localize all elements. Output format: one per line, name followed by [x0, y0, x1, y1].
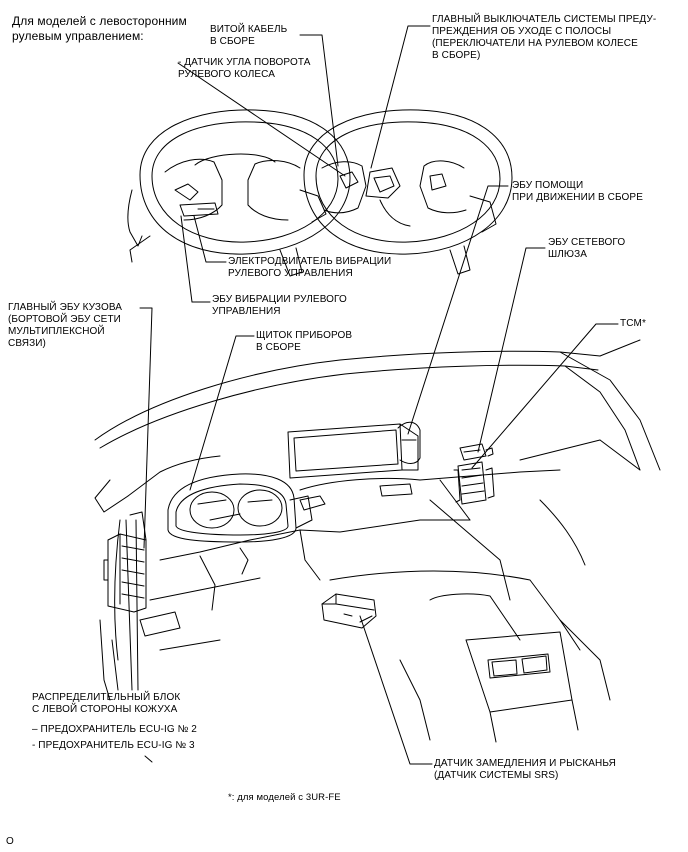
label-fuse-ecu-ig3: - ПРЕДОХРАНИТЕЛЬ ECU-IG № 3 — [32, 740, 195, 751]
label-main-body-ecu: ГЛАВНЫЙ ЭБУ КУЗОВА (БОРТОВОЙ ЭБУ СЕТИ МУ… — [8, 302, 123, 349]
label-steering-angle-sensor: - ДАТЧИК УГЛА ПОВОРОТА РУЛЕВОГО КОЛЕСА — [178, 57, 311, 80]
page-header: Для моделей с левосторонним рулевым упра… — [12, 14, 187, 43]
label-network-gateway-ecu: ЭБУ СЕТЕВОГО ШЛЮЗА — [548, 237, 626, 260]
label-yaw-rate-sensor: ДАТЧИК ЗАМЕДЛЕНИЯ И РЫСКАНЬЯ (ДАТЧИК СИС… — [434, 758, 616, 781]
dashboard-outline — [94, 339, 661, 661]
corner-mark: O — [6, 836, 14, 847]
center-console — [329, 570, 611, 743]
steering-wheel-left — [127, 109, 351, 277]
leader-lines — [125, 25, 619, 765]
steering-wheel-right — [303, 109, 513, 275]
driving-support-ecu-drawing — [397, 421, 421, 464]
network-gateway-ecu-drawing — [459, 443, 494, 461]
main-body-ecu-drawing — [103, 533, 147, 613]
label-junction-block: РАСПРЕДЕЛИТЕЛЬНЫЙ БЛОК С ЛЕВОЙ СТОРОНЫ К… — [32, 692, 181, 715]
footnote: *: для моделей с 3UR-FE — [228, 792, 341, 803]
label-combination-meter: ЩИТОК ПРИБОРОВ В СБОРЕ — [256, 330, 353, 353]
label-spiral-cable: ВИТОЙ КАБЕЛЬ В СБОРЕ — [210, 24, 288, 47]
label-tcm: TCM* — [620, 318, 646, 329]
label-vibration-ecu: ЭБУ ВИБРАЦИИ РУЛЕВОГО УПРАВЛЕНИЯ — [212, 294, 347, 317]
label-vibration-motor: ЭЛЕКТРОДВИГАТЕЛЬ ВИБРАЦИИ РУЛЕВОГО УПРАВ… — [228, 256, 392, 279]
label-lane-departure-switch: ГЛАВНЫЙ ВЫКЛЮЧАТЕЛЬ СИСТЕМЫ ПРЕДУ- ПРЕЖД… — [432, 14, 657, 61]
combination-meter-drawing — [167, 473, 313, 543]
label-driving-support-ecu: ЭБУ ПОМОЩИ ПРИ ДВИЖЕНИИ В СБОРЕ — [512, 180, 643, 203]
label-fuse-ecu-ig2: – ПРЕДОХРАНИТЕЛЬ ECU-IG № 2 — [32, 724, 197, 735]
yaw-rate-sensor-drawing — [321, 593, 377, 629]
tcm-drawing — [453, 461, 495, 505]
left-kick-panel — [99, 619, 153, 763]
